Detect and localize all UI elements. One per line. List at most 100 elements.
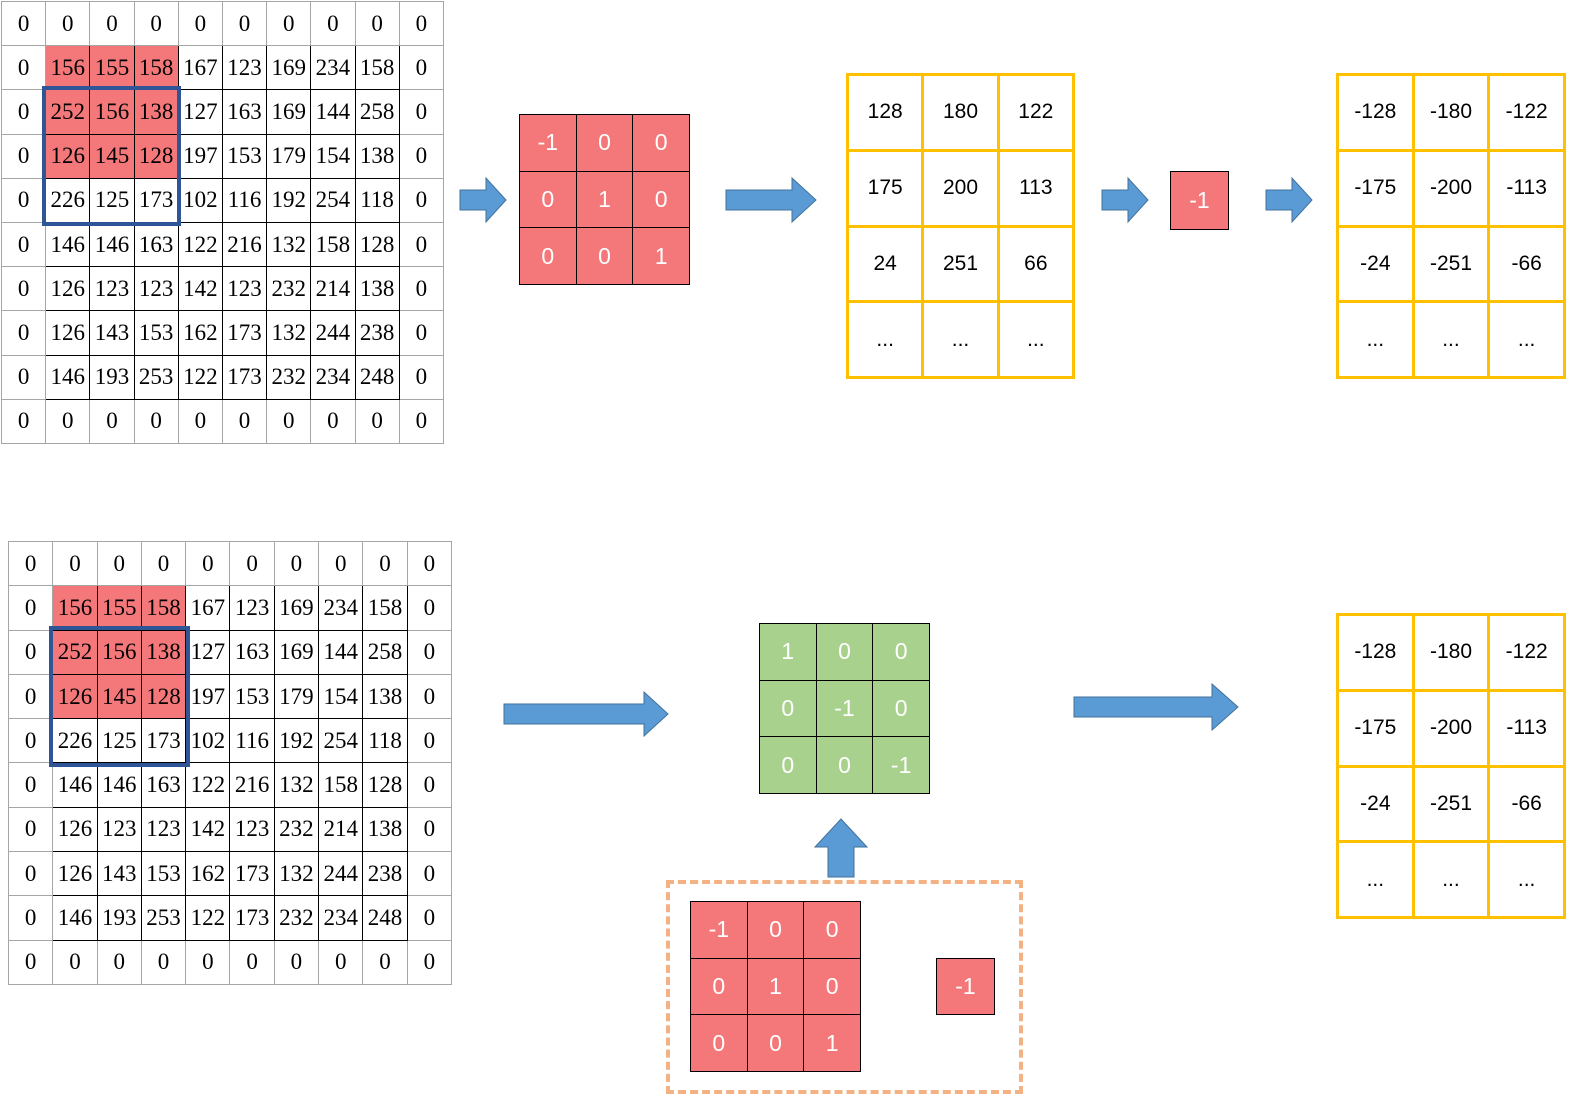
- input-pixel-cell: 0: [0, 354, 47, 400]
- combined-kernel-cell-cell: 1: [759, 623, 817, 681]
- input-pixel-cell: 123: [133, 266, 179, 312]
- input-pixel-cell: 0: [318, 540, 364, 587]
- input-pixel-cell: 154: [310, 133, 356, 179]
- final-output-cell-cell: -66: [1487, 224, 1566, 304]
- input-pixel-cell: 216: [229, 762, 275, 808]
- input-pixel-cell: 153: [229, 673, 275, 720]
- input-pixel-cell: 163: [133, 221, 179, 268]
- input-pixel-cell: 144: [318, 629, 364, 675]
- input-pixel-cell: 0: [406, 585, 453, 631]
- input-pixel-cell: 0: [133, 398, 179, 445]
- input-pixel-cell: 146: [89, 221, 135, 268]
- kernel-cell-cell: 1: [803, 1014, 861, 1072]
- kernel-cell-cell: 0: [746, 1014, 805, 1072]
- input-pixel-cell: 158: [140, 585, 187, 631]
- input-pixel-cell: 0: [229, 939, 275, 986]
- input-pixel-cell: 234: [318, 585, 364, 631]
- input-pixel-cell: 138: [362, 806, 408, 853]
- input-pixel-cell: 0: [7, 585, 54, 631]
- convolution-window-top: [42, 86, 181, 226]
- input-pixel-cell: 248: [362, 895, 408, 941]
- input-pixel-cell: 254: [318, 718, 364, 764]
- input-pixel-cell: 145: [96, 673, 142, 720]
- input-pixel-cell: 0: [96, 540, 142, 587]
- conv-output-cell-cell: 122: [996, 73, 1076, 152]
- final-output-cell-cell: -66: [1487, 764, 1566, 844]
- final-output-cell-cell: ...: [1487, 300, 1566, 379]
- kernel-cell-cell: 1: [632, 227, 690, 285]
- input-pixel-cell: 123: [229, 585, 275, 631]
- input-pixel-cell: 167: [177, 45, 223, 91]
- input-pixel-cell: 138: [140, 629, 187, 675]
- final-output-cell-cell: -24: [1336, 764, 1415, 844]
- input-pixel-cell: 123: [140, 806, 187, 853]
- input-pixel-cell: 118: [354, 177, 400, 223]
- arrow-right-icon: [1073, 682, 1239, 732]
- arrow-right-icon: [459, 176, 507, 224]
- input-pixel-cell: 0: [398, 133, 445, 179]
- input-pixel-cell: 169: [266, 89, 312, 135]
- kernel-cell-cell: 0: [746, 901, 805, 959]
- input-pixel-cell: 0: [406, 629, 453, 675]
- final-output-cell-cell: -113: [1487, 148, 1566, 228]
- kernel-cell-cell: 0: [803, 901, 861, 959]
- final-output-cell-cell: -175: [1336, 688, 1415, 768]
- input-pixel-cell: 193: [89, 354, 135, 400]
- final-output-cell-row: -24-251-66: [1336, 224, 1566, 304]
- input-pixel-cell: 0: [406, 718, 453, 764]
- input-pixel-cell: 126: [45, 266, 91, 312]
- input-pixel-cell: 0: [140, 540, 187, 587]
- input-pixel-cell: 102: [185, 718, 231, 764]
- input-pixel-cell: 238: [362, 851, 408, 897]
- kernel-cell-cell: 0: [519, 170, 577, 229]
- input-pixel-cell: 127: [177, 89, 223, 135]
- input-pixel-cell: 163: [229, 629, 275, 675]
- kernel-scalar-group: [666, 880, 1023, 1094]
- conv-output-cell-cell: 128: [845, 73, 925, 152]
- input-pixel-cell: 122: [185, 895, 231, 941]
- input-pixel-cell: 0: [0, 221, 47, 268]
- input-pixel-cell: 169: [273, 585, 320, 631]
- input-pixel-cell: 0: [7, 718, 54, 764]
- input-pixel-cell: 192: [273, 718, 320, 764]
- input-pixel-cell: 126: [52, 806, 98, 853]
- input-pixel-cell: 0: [406, 939, 453, 986]
- input-pixel-cell: 244: [318, 851, 364, 897]
- conv-output-cell-cell: 66: [996, 224, 1076, 304]
- input-pixel-cell: 123: [221, 45, 268, 91]
- final-output-cell-cell: -122: [1487, 613, 1566, 692]
- input-pixel-cell: 173: [221, 354, 268, 400]
- input-pixel-cell: 0: [7, 895, 54, 941]
- input-pixel-cell: 145: [89, 133, 135, 179]
- final-output-cell-row: -128-180-122: [1336, 613, 1566, 692]
- conv-output-cell-cell: 180: [921, 73, 1000, 152]
- convolution-window-bottom: [49, 626, 190, 767]
- conv-output-cell-row: .........: [845, 300, 1076, 379]
- input-pixel-cell: 173: [133, 177, 179, 223]
- combined-kernel-cell-cell: 0: [872, 679, 930, 738]
- input-pixel-cell: 144: [310, 89, 356, 135]
- input-pixel-cell: 128: [362, 762, 408, 808]
- scalar-value: -1: [955, 973, 976, 999]
- input-pixel-cell: 154: [318, 673, 364, 720]
- input-pixel-cell: 0: [133, 0, 179, 47]
- input-pixel-cell: 197: [185, 673, 231, 720]
- input-pixel-cell: 179: [266, 133, 312, 179]
- input-pixel-cell: 156: [52, 585, 98, 631]
- input-pixel-cell: 126: [45, 310, 91, 356]
- final-output-grid-top: -128-180-122-175-200-113-24-251-66......…: [1336, 73, 1566, 379]
- input-pixel-cell: 253: [140, 895, 187, 941]
